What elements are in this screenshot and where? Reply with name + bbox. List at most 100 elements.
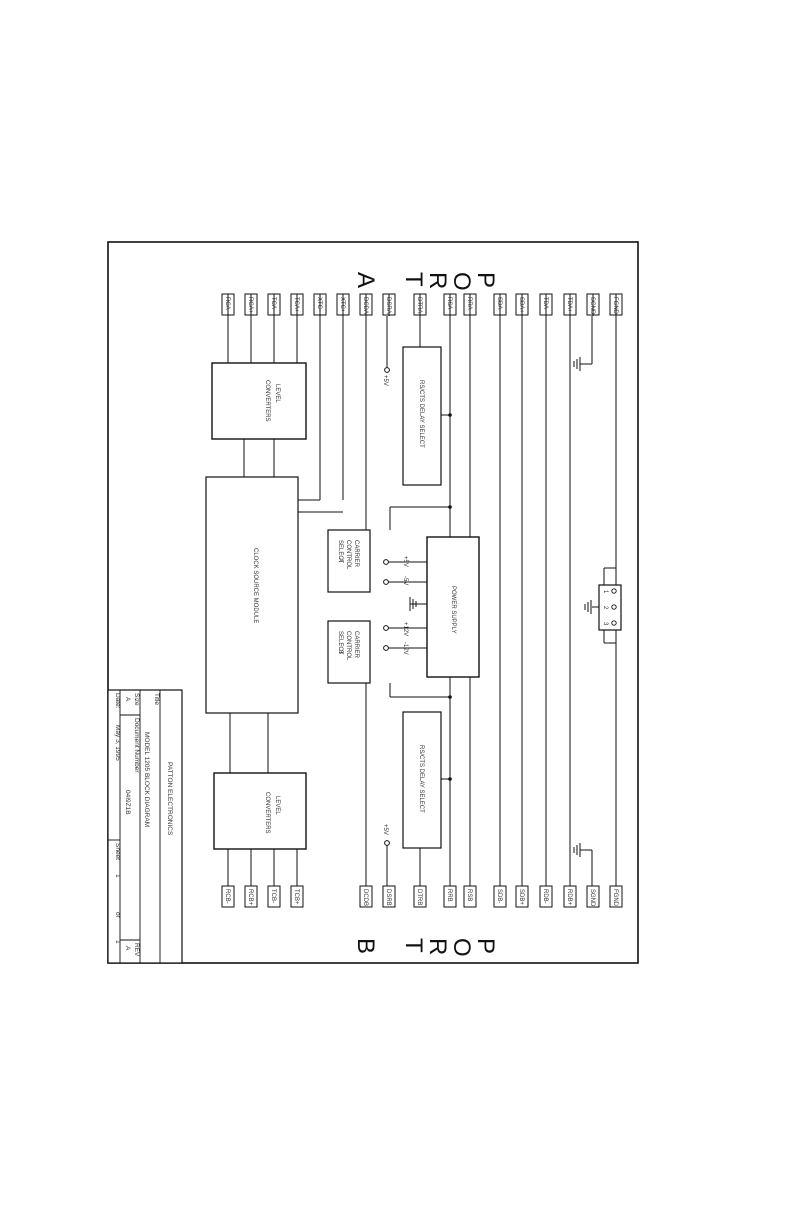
- junction-dot: [448, 777, 452, 781]
- carrier-control-b-block: CARRIER CONTROL SELECT B: [327, 620, 371, 684]
- port-a-letter-o: O: [448, 272, 475, 291]
- port-a-label-xtc: XTC+: [339, 297, 345, 313]
- port-b-letter-t: T: [400, 938, 427, 953]
- title-block-docnum-label: Document Number: [133, 718, 140, 773]
- port-b-label-rdb: RDB+: [566, 889, 572, 906]
- port-b-label-dtrb: DTRB: [416, 889, 422, 905]
- port-b-label-tcb: TCB-: [270, 889, 276, 903]
- level-converters-a-line2: CONVERTERS: [264, 380, 270, 422]
- port-b-label-rdb: RDB-: [542, 889, 548, 904]
- port-b-label-tcb: TCB+: [293, 889, 299, 905]
- title-block-size: A: [124, 697, 131, 702]
- connector-pin-1: 1: [602, 590, 608, 594]
- title-block-size-label: Size: [133, 693, 140, 706]
- port-b-label-rrb: RRB: [446, 889, 452, 902]
- port-b-box-sgnd: [586, 885, 600, 908]
- port-a-label-sda: SDA+: [518, 297, 524, 313]
- port-b-label-dsrb: DSRB: [385, 889, 391, 906]
- rail-a: +5V: [382, 316, 390, 386]
- title-block: PATTON ELECTRONICS Title MODEL 1205 BLOC…: [107, 689, 183, 964]
- port-b-label-fgnd: FGND: [612, 889, 618, 907]
- port-a-label-sda: SDA-: [496, 297, 502, 311]
- connector-ground-icon: [584, 600, 592, 614]
- port-a-label-rca: RCA-: [224, 297, 230, 312]
- clock-source-label: CLOCK SOURCE MODULE: [252, 548, 258, 623]
- title-block-sheet: 1: [114, 874, 121, 878]
- port-a-label-dsra: DSRA: [385, 297, 391, 314]
- port-a-label-rsa: RSA: [446, 297, 452, 309]
- port-b-letter-o: O: [448, 938, 475, 957]
- port-a-label-xtc: XTC-: [316, 297, 322, 311]
- port-a-label-rra: RRA: [466, 297, 472, 310]
- sgnd-b-ground-icon: [573, 843, 593, 886]
- connector-pin-3: 3: [602, 622, 608, 626]
- carrier-a-line3: SELECT: [337, 540, 343, 564]
- rs-cts-delay-b-label: RS/CTS DELAY SELECT: [418, 745, 424, 813]
- title-block-of-label: of: [114, 912, 121, 918]
- title-block-sheet-label: Sheet: [114, 843, 121, 860]
- port-b-label-sdb: SDB+: [518, 889, 524, 905]
- port-a-letter-p: P: [472, 272, 499, 288]
- level-converters-b-line2: CONVERTERS: [264, 792, 270, 834]
- rs-cts-delay-a-block: RS/CTS DELAY SELECT: [402, 346, 442, 486]
- carrier-b-line1: CARRIER: [353, 631, 359, 659]
- port-a-label-tca: TCA-: [270, 297, 276, 311]
- power-supply-block: POWER SUPPLY: [426, 536, 480, 678]
- port-b-label-dcdb: DCDB: [362, 889, 368, 906]
- port-b-box-dsrb: [382, 885, 396, 908]
- title-block-rev-label: REV: [133, 943, 140, 957]
- port-a-letter-t: T: [400, 272, 427, 287]
- carrier-a-line1: CARRIER: [353, 540, 359, 568]
- port-a-letter-r: R: [424, 272, 451, 289]
- junction-dot: [448, 505, 452, 509]
- port-b-label-rsb: RSB: [466, 889, 472, 901]
- rail-b-label: +5V: [382, 824, 388, 835]
- rs-cts-delay-b-block: RS/CTS DELAY SELECT: [402, 711, 442, 849]
- level-converters-a-block: LEVEL CONVERTERS: [211, 362, 307, 440]
- port-a-label-sgnd: SGND: [589, 297, 595, 315]
- port-a-label-tda: TDA+: [566, 297, 572, 313]
- title-block-of: 1: [114, 940, 121, 944]
- title-block-title-label: Title: [153, 693, 160, 705]
- port-a-label-fgnd: FGND: [612, 297, 618, 315]
- port-a-label-dtra: DTRA: [416, 297, 422, 313]
- port-a-letter-a: A: [352, 272, 379, 288]
- title-block-date-label: Date:: [114, 693, 121, 709]
- port-b-label: P O R T B: [352, 938, 499, 957]
- junction-dot: [448, 413, 452, 417]
- rail-a-label: +5V: [382, 375, 388, 386]
- port-a-label: P O R T A: [352, 272, 499, 291]
- power-supply-label: POWER SUPPLY: [450, 586, 456, 634]
- ps-output-4: -12V: [402, 642, 408, 655]
- port-b-label-sdb: SDB-: [496, 889, 502, 903]
- ps-output-3: +12V: [402, 622, 408, 636]
- title-block-docnum: 04I9Z1B: [124, 790, 131, 815]
- title-block-title: MODEL 1205 BLOCK DIAGRAM: [143, 732, 150, 827]
- drawing-border: [107, 241, 639, 964]
- wiring: [227, 294, 617, 886]
- port-b-letter-b: B: [352, 938, 379, 954]
- carrier-a-line2: CONTROL: [345, 540, 351, 570]
- port-b-label-sgnd: SGND: [589, 889, 595, 907]
- sgnd-a-ground-icon: [573, 316, 593, 371]
- rail-b: +5V: [382, 824, 390, 886]
- carrier-b-line4: B: [337, 650, 343, 654]
- ps-output-2: -5V: [402, 576, 408, 585]
- title-block-date: May 3, 1995: [114, 725, 121, 761]
- junction-dot: [448, 695, 452, 699]
- connector-pin-2: 2: [602, 606, 608, 610]
- carrier-a-line4: A: [337, 558, 343, 562]
- connector-3pin: 1 2 3: [584, 584, 622, 631]
- port-b-label-rcb: RCB+: [247, 889, 253, 906]
- level-converters-b-block: LEVEL CONVERTERS: [213, 772, 307, 850]
- carrier-b-line2: CONTROL: [345, 631, 351, 661]
- ps-output-1: +5V: [402, 556, 408, 567]
- carrier-b-line3: SELECT: [337, 631, 343, 655]
- carrier-control-a-block: CARRIER CONTROL SELECT A: [327, 529, 371, 593]
- port-b-letter-r: R: [424, 938, 451, 955]
- ground-icon: [409, 597, 417, 611]
- port-a-label-dcda: DCDA: [362, 297, 368, 314]
